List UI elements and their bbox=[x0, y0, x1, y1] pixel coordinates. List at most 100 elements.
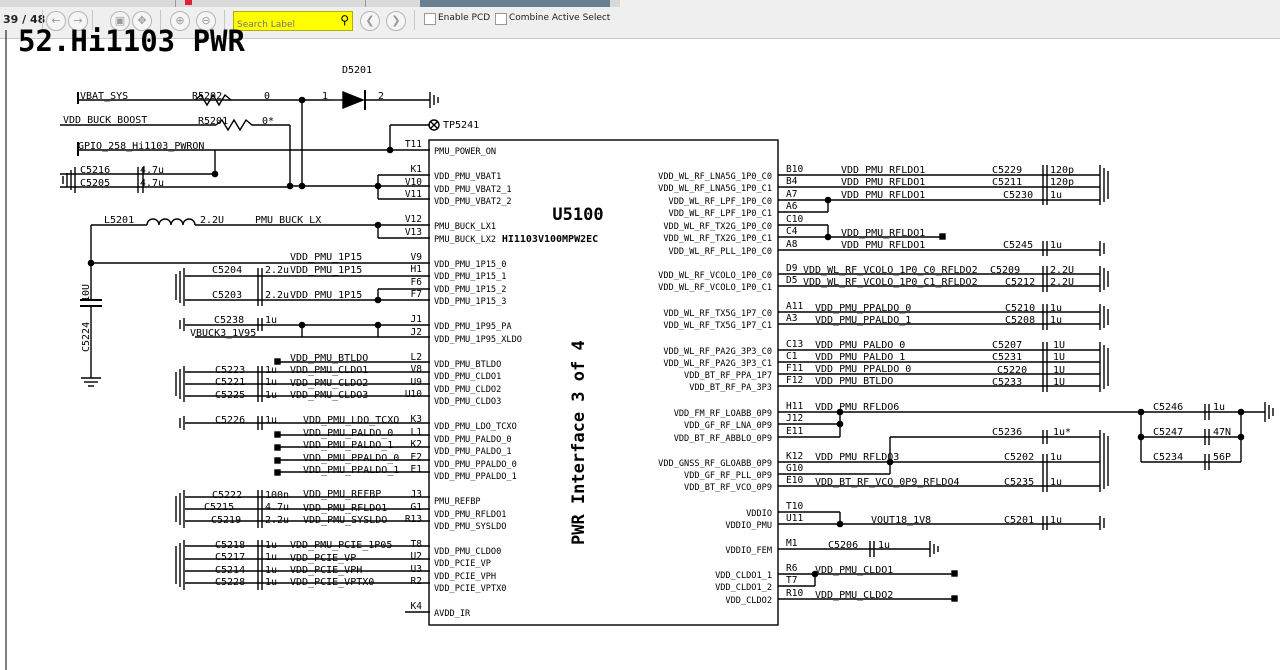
right-pin-number: A6 bbox=[786, 201, 798, 212]
left-pin-name: VDD_PMU_VBAT2_2 bbox=[434, 197, 512, 207]
combine-select-checkbox[interactable] bbox=[495, 13, 507, 25]
left-pin-number: E2 bbox=[411, 452, 422, 463]
left-pin-group: T11PMU_POWER_ONK1VDD_PMU_VBAT1V10VDD_PMU… bbox=[405, 139, 522, 619]
left-pin-name: VDD_PMU_1P15_0 bbox=[434, 260, 506, 270]
left-pin-name: PMU_REFBP bbox=[434, 497, 481, 507]
right-pin-name: VDD_WL_RF_LNA5G_1P0_C1 bbox=[658, 184, 772, 194]
page-indicator[interactable]: 39 / 48 bbox=[3, 13, 46, 26]
left-pin-name: VDD_PMU_RFLDO1 bbox=[434, 510, 506, 520]
component-refdes: C5220 bbox=[997, 365, 1027, 376]
right-net-label: VDD_WL_RF_VCOLO_1P0_C0_RFLDO2 bbox=[803, 265, 978, 276]
left-pin-name: VDD_PMU_CLDO3 bbox=[434, 397, 501, 407]
search-label-field[interactable]: ⚲ bbox=[233, 11, 353, 33]
component-value: 1u bbox=[1050, 452, 1062, 463]
left-pin-name: VDD_PMU_PALDO_0 bbox=[434, 435, 512, 445]
component-value: 1U bbox=[1053, 377, 1065, 388]
component-refdes: C5236 bbox=[992, 427, 1022, 438]
component-value: 0* bbox=[262, 116, 274, 127]
left-net-label: VDD_PMU_1P15 bbox=[290, 252, 362, 263]
left-pin-number: E1 bbox=[411, 464, 423, 475]
left-pin-name: VDD_PMU_BTLDO bbox=[434, 360, 501, 370]
left-pin-number: H1 bbox=[411, 264, 423, 275]
chip-u5100-body bbox=[428, 139, 779, 626]
right-pin-name: VDD_WL_RF_VCOLO_1P0_C1 bbox=[658, 283, 772, 293]
right-pin-name: VDD_WL_RF_LPF_1P0_C1 bbox=[669, 209, 772, 219]
component-refdes: C5223 bbox=[215, 365, 245, 376]
diode-pin-2: 2 bbox=[378, 91, 384, 102]
left-pin-number: R2 bbox=[411, 576, 422, 587]
right-net-label: VDD_PMU_RFLDO1 bbox=[841, 190, 925, 201]
search-icon[interactable]: ⚲ bbox=[340, 13, 349, 27]
right-net-label: VDD_PMU_PPALDO_0 bbox=[815, 303, 911, 314]
right-net-label: VDD_PMU_CLDO2 bbox=[815, 590, 893, 601]
prev-page-button[interactable]: ← bbox=[46, 11, 66, 31]
right-pin-name: VDD_WL_RF_TX2G_1P0_C1 bbox=[663, 234, 772, 244]
right-pin-name: VDD_FM_RF_LOABB_0P9 bbox=[674, 409, 772, 419]
diode-pin-1: 1 bbox=[322, 91, 328, 102]
search-prev-button[interactable]: ❮ bbox=[360, 11, 380, 31]
right-net-label: VDD_PMU_BTLDO bbox=[815, 376, 893, 387]
left-pin-number: V8 bbox=[411, 364, 423, 375]
left-pin-number: U2 bbox=[411, 551, 422, 562]
component-value: 2.2U bbox=[1050, 265, 1074, 276]
next-page-button[interactable]: → bbox=[68, 11, 88, 31]
component-refdes: C5224 bbox=[81, 322, 92, 352]
right-pin-name: VDD_WL_RF_TX2G_1P0_C0 bbox=[663, 222, 772, 232]
component-refdes: C5230 bbox=[1003, 190, 1033, 201]
left-pin-name: VDD_PCIE_VPH bbox=[434, 572, 496, 582]
left-net-label: VDD_PMU_PPALDO_0 bbox=[303, 453, 399, 464]
component-refdes: C5202 bbox=[1004, 452, 1034, 463]
right-pin-number: C4 bbox=[786, 226, 798, 237]
left-pin-number: K3 bbox=[411, 414, 422, 425]
component-value: 2.2u bbox=[265, 265, 289, 276]
left-pin-name: PMU_BUCK_LX2 bbox=[434, 235, 496, 245]
right-pin-number: E10 bbox=[786, 475, 803, 486]
right-pin-name: VDD_CLDO1_1 bbox=[715, 571, 772, 581]
left-pin-number: J3 bbox=[411, 489, 422, 500]
left-net-label: VDD_PMU_1P15 bbox=[290, 265, 362, 276]
left-net-label: VDD_PMU_CLDO1 bbox=[290, 365, 368, 376]
component-value: 4.7u bbox=[265, 502, 289, 513]
component-value: 1u bbox=[1050, 240, 1062, 251]
left-pin-name: AVDD_IR bbox=[434, 609, 471, 619]
right-pin-name: VDDIO_FEM bbox=[725, 546, 772, 556]
right-pin-name: VDD_CLDO1_2 bbox=[715, 583, 772, 593]
component-refdes: C5203 bbox=[212, 290, 242, 301]
left-pin-number: L2 bbox=[411, 352, 422, 363]
component-refdes: TP5241 bbox=[443, 120, 479, 131]
right-net-label: VDD_PMU_PALDO_0 bbox=[815, 340, 905, 351]
right-net-label: VDD_PMU_PPALDO_0 bbox=[815, 364, 911, 375]
left-pin-number: K2 bbox=[411, 439, 422, 450]
component-refdes: C5234 bbox=[1153, 452, 1183, 463]
right-pin-number: J12 bbox=[786, 413, 803, 424]
search-next-button[interactable]: ❯ bbox=[386, 11, 406, 31]
zoom-out-button[interactable]: ⊖ bbox=[196, 11, 216, 31]
left-pin-name: PMU_POWER_ON bbox=[434, 147, 496, 157]
left-pin-number: G1 bbox=[411, 502, 423, 513]
right-pin-number: B4 bbox=[786, 176, 798, 187]
component-refdes: C5209 bbox=[990, 265, 1020, 276]
fit-page-button[interactable]: ▣ bbox=[110, 11, 130, 31]
enable-pcd-checkbox[interactable] bbox=[424, 13, 436, 25]
left-pin-number: U10 bbox=[405, 389, 422, 400]
component-refdes: C5211 bbox=[992, 177, 1022, 188]
component-refdes: C5246 bbox=[1153, 402, 1183, 413]
zoom-in-button[interactable]: ⊕ bbox=[170, 11, 190, 31]
left-net-label: VDD_PMU_1P15 bbox=[290, 290, 362, 301]
component-refdes: C5206 bbox=[828, 540, 858, 551]
left-pin-name: VDD_PMU_1P15_1 bbox=[434, 272, 506, 282]
component-refdes: C5217 bbox=[215, 552, 245, 563]
left-pin-number: T8 bbox=[411, 539, 423, 550]
right-pin-name: VDDIO bbox=[746, 509, 772, 519]
component-refdes: R5202 bbox=[192, 91, 222, 102]
component-value: 4.7u bbox=[140, 178, 164, 189]
left-pin-number: U3 bbox=[411, 564, 422, 575]
component-value: 2.2U bbox=[200, 215, 224, 226]
pan-button[interactable]: ✥ bbox=[132, 11, 152, 31]
search-input[interactable] bbox=[234, 17, 333, 33]
right-pin-name: VDD_BT_RF_PA_3P3 bbox=[689, 383, 772, 393]
component-value: 1u* bbox=[1053, 427, 1071, 438]
component-value: 0 bbox=[264, 91, 270, 102]
right-net-label: VDD_BT_RF_VCO_0P9_RFLDO4 bbox=[815, 477, 960, 488]
right-net-label: VDD_PMU_RFLDO1 bbox=[841, 165, 925, 176]
